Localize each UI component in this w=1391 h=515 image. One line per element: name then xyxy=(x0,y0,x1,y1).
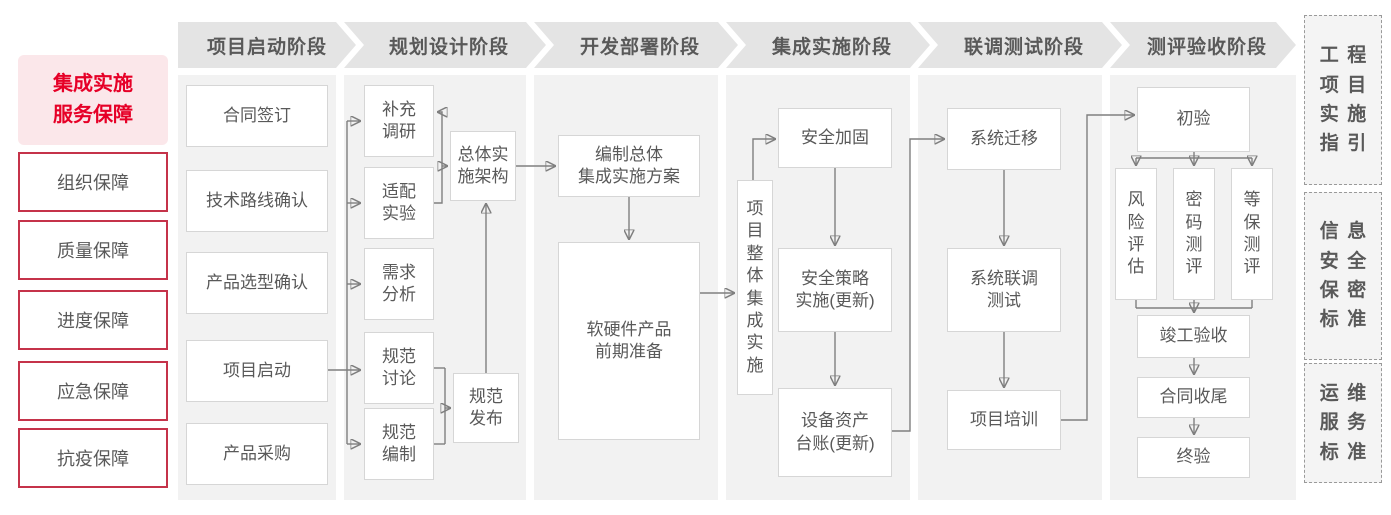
node-asset-ledger-update: 设备资产 台账(更新) xyxy=(778,388,892,477)
node-overall-impl-architecture: 总体实 施架构 xyxy=(450,131,516,201)
phase-header-joint-testing: 联调测试阶段 xyxy=(918,22,1122,68)
sidebar-item-epidemic: 抗疫保障 xyxy=(18,428,168,488)
node-spec-release: 规范 发布 xyxy=(453,373,519,443)
sidebar-item-emergency: 应急保障 xyxy=(18,361,168,421)
phase-header-dev-deploy: 开发部署阶段 xyxy=(534,22,738,68)
node-overall-plan-drafting: 编制总体 集成实施方案 xyxy=(558,135,700,197)
node-security-policy-impl: 安全策略 实施(更新) xyxy=(778,248,892,332)
node-initial-acceptance: 初验 xyxy=(1137,87,1250,152)
node-adaptation-test: 适配 实验 xyxy=(364,167,434,239)
node-supplementary-research: 补充 调研 xyxy=(364,85,434,157)
sidebar-item-quality: 质量保障 xyxy=(18,220,168,280)
node-completion-acceptance: 竣工验收 xyxy=(1137,315,1250,358)
node-overall-integration-impl: 项 目 整 体 集 成 实 施 xyxy=(737,180,773,395)
sidebar-item-schedule: 进度保障 xyxy=(18,290,168,350)
node-product-procurement: 产品采购 xyxy=(186,423,328,485)
node-joint-debug-test: 系统联调 测试 xyxy=(947,248,1061,332)
node-security-hardening: 安全加固 xyxy=(778,108,892,168)
node-tech-route-confirm: 技术路线确认 xyxy=(186,170,328,232)
sidebar-item-organization: 组织保障 xyxy=(18,152,168,212)
node-requirement-analysis: 需求 分析 xyxy=(364,248,434,320)
standard-box-ops-service: 运维 服务 标准 xyxy=(1304,363,1382,483)
standard-box-project-impl-guide: 工程 项目 实施 指引 xyxy=(1304,15,1382,185)
node-product-selection-confirm: 产品选型确认 xyxy=(186,252,328,314)
sidebar-title: 集成实施 服务保障 xyxy=(18,55,168,145)
node-spec-drafting: 规范 编制 xyxy=(364,408,434,480)
node-mlps-evaluation: 等 保 测 评 xyxy=(1231,168,1273,300)
node-final-acceptance: 终验 xyxy=(1137,437,1250,478)
node-crypto-evaluation: 密 码 测 评 xyxy=(1173,168,1215,300)
node-system-migration: 系统迁移 xyxy=(947,108,1061,170)
phase-header-evaluation-acceptance: 测评验收阶段 xyxy=(1110,22,1296,68)
node-risk-assessment: 风 险 评 估 xyxy=(1115,168,1157,300)
phase-header-planning-design: 规划设计阶段 xyxy=(344,22,546,68)
phase-header-integration: 集成实施阶段 xyxy=(726,22,930,68)
node-hw-sw-preparation: 软硬件产品 前期准备 xyxy=(558,242,700,440)
node-contract-signing: 合同签订 xyxy=(186,85,328,147)
node-contract-closure: 合同收尾 xyxy=(1137,377,1250,418)
node-spec-discussion: 规范 讨论 xyxy=(364,332,434,404)
node-project-training: 项目培训 xyxy=(947,390,1061,450)
standard-box-infosec-confidentiality: 信息 安全 保密 标准 xyxy=(1304,192,1382,360)
phase-header-kickoff: 项目启动阶段 xyxy=(178,22,356,68)
node-project-kickoff: 项目启动 xyxy=(186,340,328,402)
